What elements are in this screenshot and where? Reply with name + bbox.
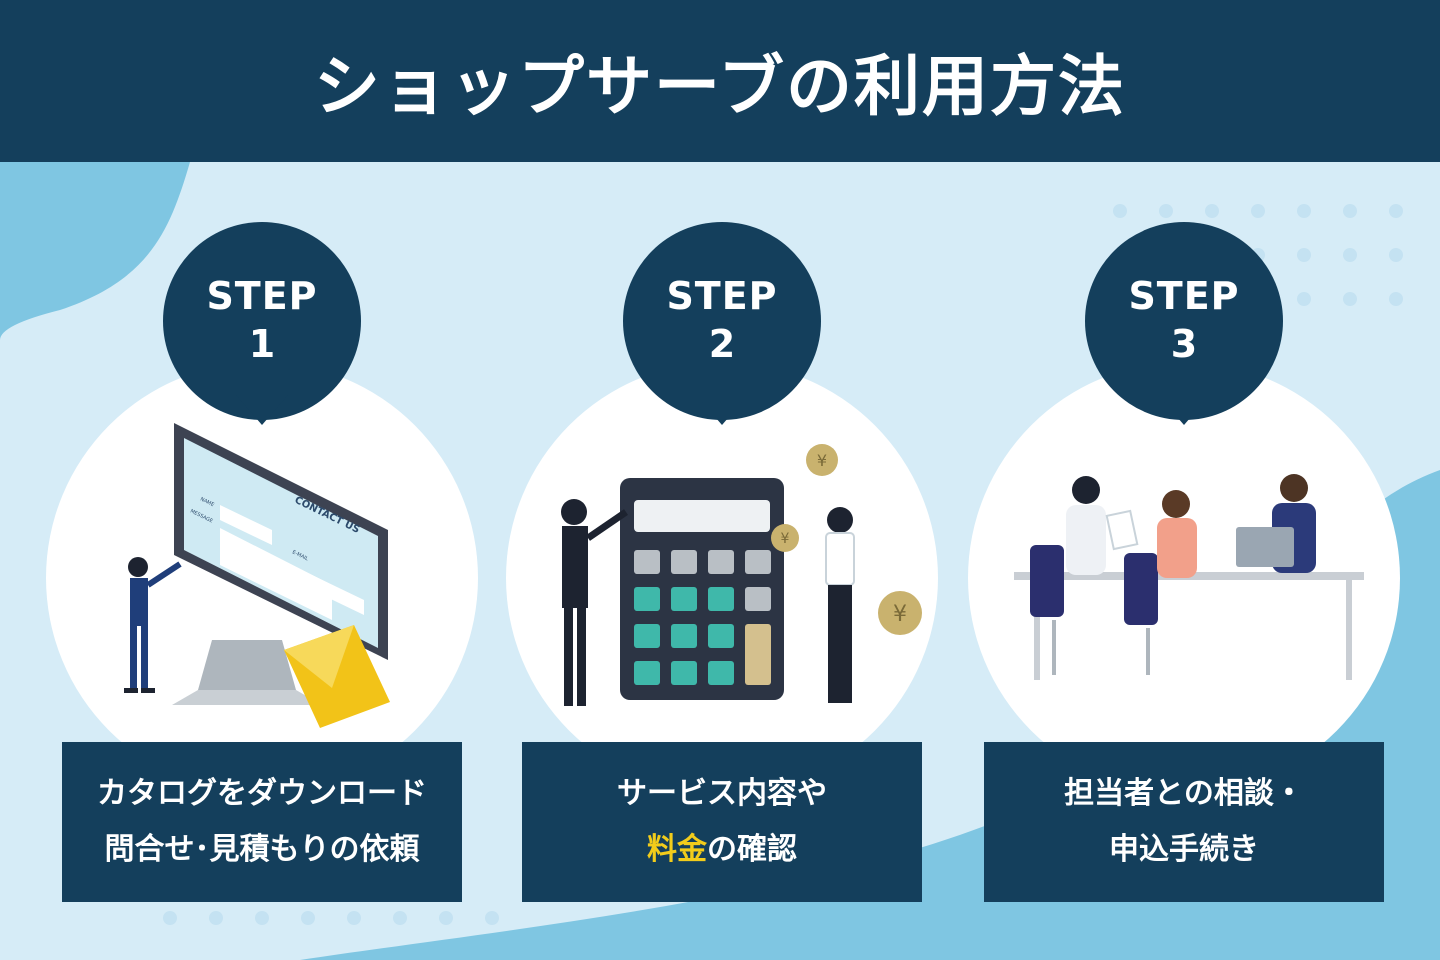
calculator-illustration: ¥ ¥ ¥: [561, 444, 922, 706]
step-number: 1: [248, 322, 276, 366]
step-3-line-2: 申込手続き: [1109, 832, 1259, 867]
header-banner: ショップサーブの利用方法: [0, 0, 1440, 162]
step-label: STEP: [666, 274, 778, 318]
meeting-illustration: [1014, 474, 1364, 680]
step-2: ¥ ¥ ¥ STEP 2 サービス内容や 料金の確認: [492, 0, 952, 960]
step-3-badge: STEP 3: [1085, 222, 1283, 420]
step-2-line-2: 料金の確認: [647, 822, 797, 878]
step-label: STEP: [206, 274, 318, 318]
coin-icon: ¥: [771, 524, 799, 552]
step-1-line-1: カタログをダウンロード: [97, 776, 427, 811]
page-title: ショップサーブの利用方法: [313, 48, 1127, 125]
contact-form-monitor-illustration: CONTACT US NAME MESSAGE E-MAIL: [124, 423, 390, 728]
step-2-description: サービス内容や 料金の確認: [522, 742, 922, 902]
svg-text:¥: ¥: [781, 531, 790, 547]
step-number: 3: [1170, 322, 1198, 366]
step-1-badge-pointer: [236, 395, 288, 425]
step-label: STEP: [1128, 274, 1240, 318]
step-3-line-1: 担当者との相談・: [1064, 776, 1304, 811]
step-3-description: 担当者との相談・ 申込手続き: [984, 742, 1384, 902]
step-2-badge-pointer: [696, 395, 748, 425]
step-number: 2: [708, 322, 736, 366]
coin-icon: ¥: [878, 591, 922, 635]
step-1-description: カタログをダウンロード 問合せ･見積もりの依頼: [62, 742, 462, 902]
svg-text:¥: ¥: [817, 451, 827, 470]
step-2-line-2-rest: の確認: [707, 832, 797, 867]
step-3-badge-pointer: [1158, 395, 1210, 425]
step-2-badge: STEP 2: [623, 222, 821, 420]
svg-text:¥: ¥: [893, 602, 907, 627]
step-1-line-2: 問合せ･見積もりの依頼: [104, 832, 420, 867]
name-field-label: NAME: [199, 496, 215, 508]
step-1: CONTACT US NAME MESSAGE E-MAIL STEP 1 カタ…: [32, 0, 492, 960]
step-2-line-2-highlight: 料金: [647, 832, 707, 867]
step-1-badge: STEP 1: [163, 222, 361, 420]
step-3: STEP 3 担当者との相談・ 申込手続き: [954, 0, 1414, 960]
step-2-line-1: サービス内容や: [617, 776, 827, 811]
coin-icon: ¥: [806, 444, 838, 476]
